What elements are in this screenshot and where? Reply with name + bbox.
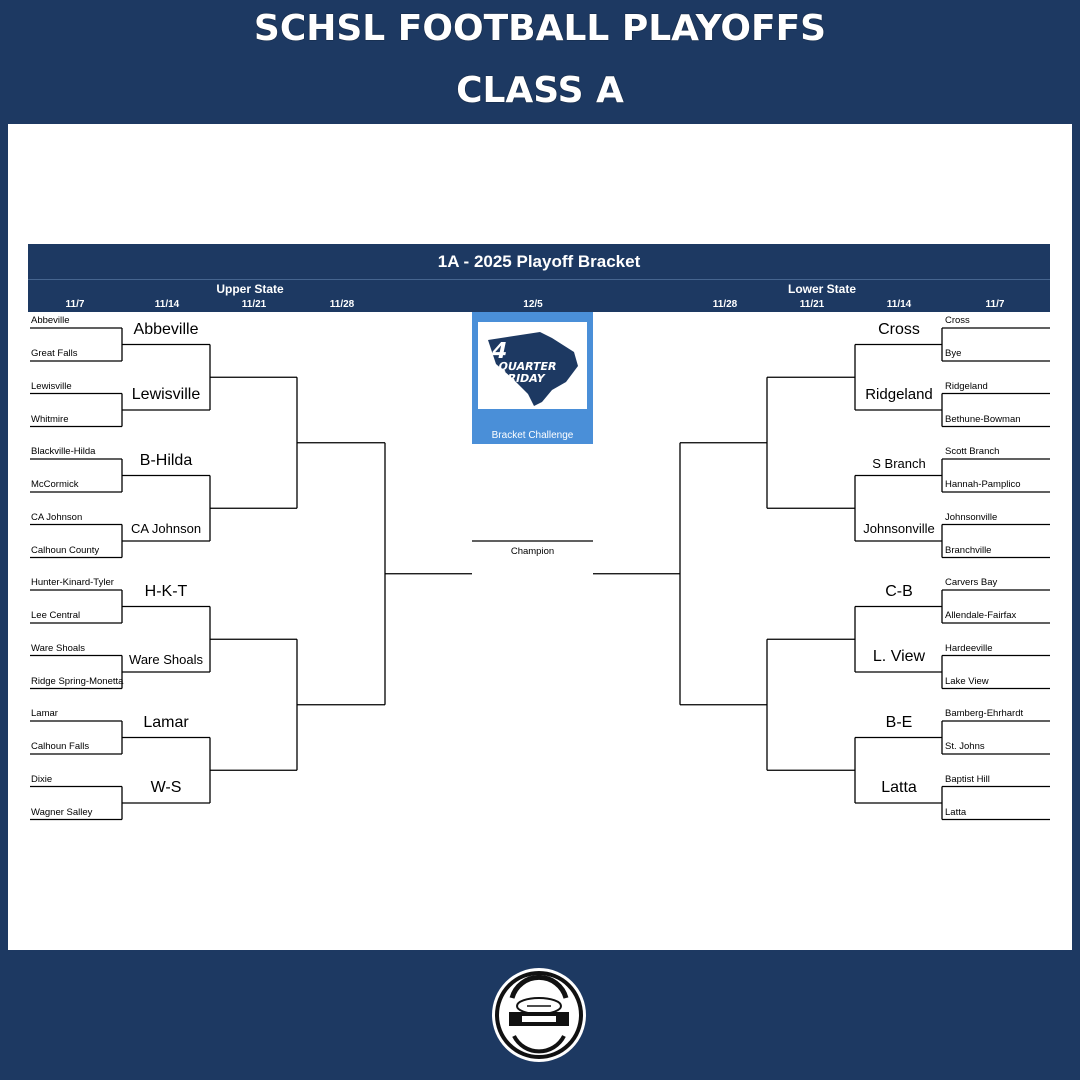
team-name: Johnsonville xyxy=(945,511,998,523)
lower-state-label: Lower State xyxy=(787,282,857,296)
team-name: Calhoun Falls xyxy=(31,741,90,752)
logo-caption: Bracket Challenge xyxy=(491,430,574,441)
team-name: Blackville-Hilda xyxy=(31,446,96,457)
winner-name: B-E xyxy=(885,713,913,731)
team-name: Carvers Bay xyxy=(945,577,998,588)
team-name: McCormick xyxy=(31,479,79,490)
team-name: St. Johns xyxy=(945,741,985,752)
team-name: Lee Central xyxy=(31,610,81,621)
winner-name: W-S xyxy=(150,779,182,796)
winner-name: Johnsonville xyxy=(863,521,935,536)
team-name: Lewisville xyxy=(31,380,72,392)
date-label: 11/28 xyxy=(712,299,738,310)
svg-text:QUARTER: QUARTER xyxy=(497,360,558,373)
team-name: Dixie xyxy=(31,773,53,785)
team-name: Hunter-Kinard-Tyler xyxy=(31,577,114,588)
team-name: Calhoun County xyxy=(31,544,100,556)
team-name: Latta xyxy=(945,806,967,818)
team-name: CA Johnson xyxy=(31,511,83,523)
winner-name: Cross xyxy=(878,320,920,338)
date-label: 11/28 xyxy=(329,299,355,310)
team-name: Bamberg-Ehrhardt xyxy=(945,708,1024,719)
bracket-challenge-logo: 4 QUARTER FRIDAY Bracket Challenge xyxy=(472,312,593,444)
winner-name: H-K-T xyxy=(144,582,188,600)
logo-image: 4 QUARTER FRIDAY xyxy=(478,322,587,409)
team-name: Branchville xyxy=(945,544,992,556)
football-logo-icon xyxy=(495,971,583,1059)
winner-name: Lamar xyxy=(143,713,189,731)
team-name: Baptist Hill xyxy=(945,773,990,785)
date-label: 11/14 xyxy=(886,299,912,310)
team-name: Wagner Salley xyxy=(31,806,93,818)
team-name: Ware Shoals xyxy=(31,642,86,654)
date-label: 11/7 xyxy=(65,299,85,310)
team-name: Great Falls xyxy=(31,348,78,359)
team-name: Allendale-Fairfax xyxy=(945,610,1017,621)
page-title: SCHSL FOOTBALL PLAYOFFS xyxy=(253,8,827,49)
team-name: Hannah-Pamplico xyxy=(945,479,1021,490)
date-label: 11/14 xyxy=(154,299,180,310)
date-label: 11/7 xyxy=(985,299,1005,310)
winner-name: C-B xyxy=(885,582,913,600)
svg-text:4: 4 xyxy=(489,338,510,364)
team-name: Bye xyxy=(945,348,962,359)
date-label: 11/21 xyxy=(799,299,825,310)
winner-name: Ridgeland xyxy=(865,386,933,403)
chief-sports-logo xyxy=(492,968,586,1062)
team-name: Hardeeville xyxy=(945,642,993,654)
winner-name: B-Hilda xyxy=(139,451,193,469)
winner-name: Lewisville xyxy=(131,386,201,403)
team-name: Bethune-Bowman xyxy=(945,413,1021,425)
svg-text:FRIDAY: FRIDAY xyxy=(499,372,547,385)
winner-name: L. View xyxy=(872,648,926,665)
team-name: Lake View xyxy=(945,675,989,687)
winner-name: CA Johnson xyxy=(130,521,202,536)
team-name: Abbeville xyxy=(31,315,70,326)
team-name: Whitmire xyxy=(31,413,69,425)
date-label: 12/5 xyxy=(523,299,543,310)
team-name: Ridge Spring-Monetta xyxy=(31,675,124,687)
team-name: Lamar xyxy=(31,708,58,719)
winner-name: Ware Shoals xyxy=(129,652,203,667)
south-carolina-map-icon: 4 QUARTER FRIDAY xyxy=(488,332,578,406)
winner-name: Latta xyxy=(881,779,917,796)
winner-name: Abbeville xyxy=(133,320,199,338)
bracket-header: 1A - 2025 Playoff Bracket Upper State Lo… xyxy=(28,244,1050,312)
team-name: Ridgeland xyxy=(945,380,988,392)
page-subtitle: CLASS A xyxy=(456,70,624,111)
header-divider xyxy=(28,279,1050,280)
winner-name: S Branch xyxy=(872,455,926,471)
champion-label: Champion xyxy=(510,546,555,557)
team-name: Cross xyxy=(945,315,970,326)
team-name: Scott Branch xyxy=(945,446,1000,457)
upper-state-label: Upper State xyxy=(216,282,284,296)
date-label: 11/21 xyxy=(241,299,267,310)
bracket-title: 1A - 2025 Playoff Bracket xyxy=(437,252,641,271)
